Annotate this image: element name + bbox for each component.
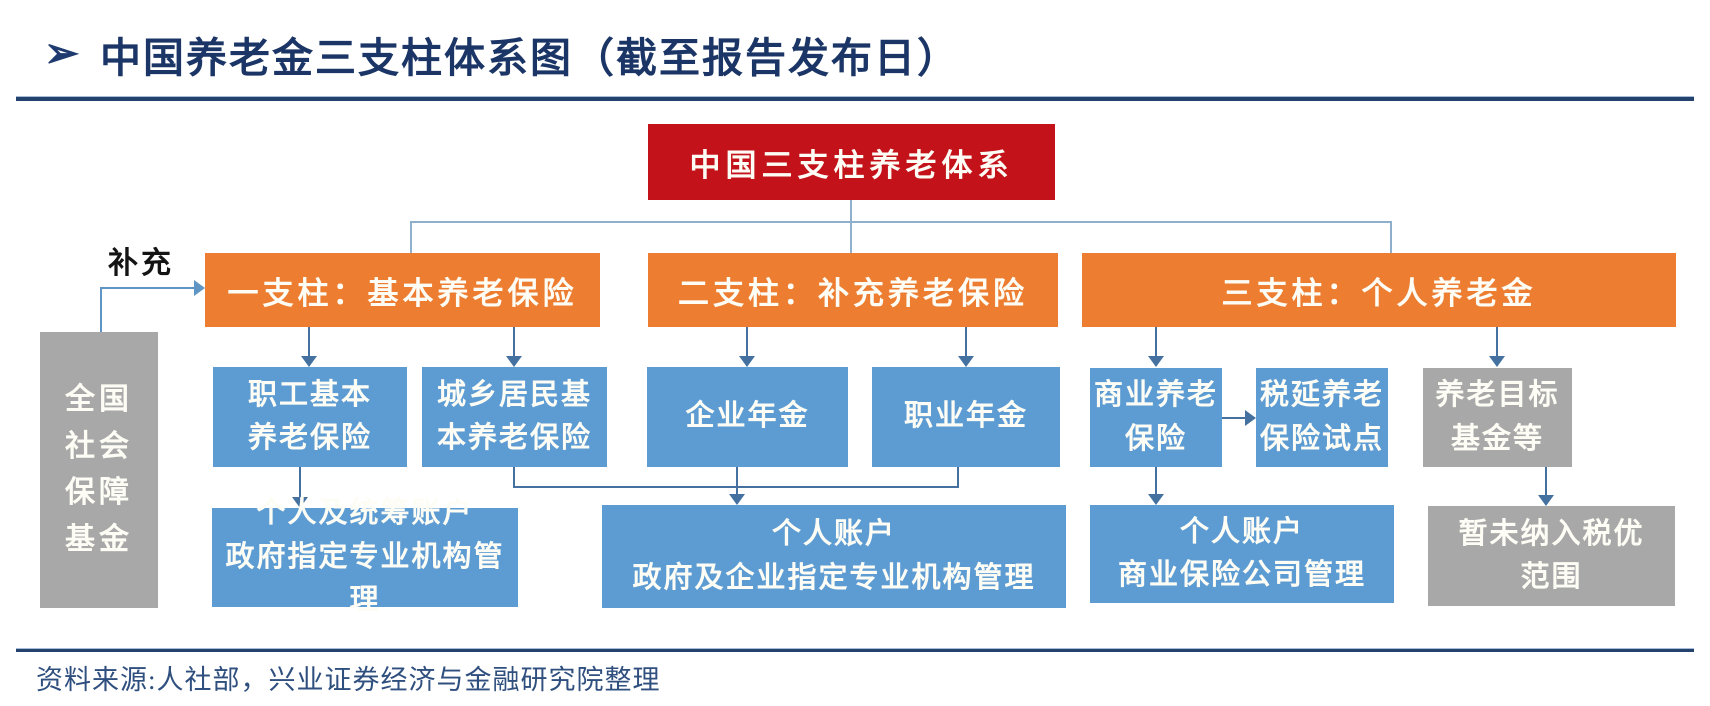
employee-basic-node: 职工基本 养老保险 — [213, 367, 407, 467]
connector-bracket-left — [513, 467, 515, 488]
arrow-employee-to-pooled — [299, 467, 301, 497]
arrow-p2-enterprise — [746, 327, 748, 356]
nssf-node: 全国 社会 保障 基金 — [40, 332, 158, 608]
connector-drop-pillar2 — [850, 221, 852, 253]
arrow-p3-target-funds — [1496, 327, 1498, 356]
connector-tree-horizontal — [410, 221, 1392, 223]
arrow-p3-commercial — [1155, 327, 1157, 356]
individual-account-gov-node: 个人账户 政府及企业指定专业机构管理 — [602, 505, 1066, 608]
enterprise-annuity-node: 企业年金 — [647, 367, 848, 467]
no-tax-benefit-node: 暂未纳入税优 范围 — [1428, 506, 1675, 606]
arrow-bracket-to-individual-gov — [736, 467, 738, 494]
pillar1-node: 一支柱：基本养老保险 — [205, 253, 600, 327]
supplement-label: 补充 — [108, 247, 174, 280]
arrow-commercial-to-individual-comm — [1155, 467, 1157, 494]
arrow-p2-occupational — [965, 327, 967, 356]
urban-rural-basic-node: 城乡居民基 本养老保险 — [422, 367, 607, 467]
footer-rule — [16, 648, 1694, 652]
pillar2-node: 二支柱：补充养老保险 — [648, 253, 1058, 327]
source-note: 资料来源:人社部，兴业证券经济与金融研究院整理 — [36, 665, 661, 695]
connector-root-stem — [850, 200, 852, 223]
tax-deferred-pilot-node: 税延养老 保险试点 — [1256, 368, 1388, 467]
connector-drop-pillar1 — [410, 221, 412, 253]
pooled-account-node: 个人及统筹账户 政府指定专业机构管理 — [212, 497, 518, 616]
page-title: 中国养老金三支柱体系图（截至报告发布日） — [100, 35, 960, 81]
arrow-commercial-to-taxdeferred — [1222, 417, 1245, 419]
pension-target-funds-node: 养老目标 基金等 — [1423, 368, 1572, 467]
pillar3-node: 三支柱：个人养老金 — [1082, 253, 1676, 327]
connector-drop-pillar3 — [1390, 221, 1392, 253]
connector-supplement-arrow — [100, 287, 194, 289]
arrow-p1-urban-rural — [513, 327, 515, 356]
connector-bracket-right — [957, 467, 959, 488]
arrow-p1-employee — [308, 327, 310, 356]
connector-nssf-vertical — [100, 288, 102, 332]
commercial-pension-node: 商业养老 保险 — [1090, 368, 1222, 467]
occupational-annuity-node: 职业年金 — [872, 367, 1060, 467]
title-arrow-bullet-icon: ➢ — [44, 31, 80, 77]
root-node-three-pillar-system: 中国三支柱养老体系 — [648, 124, 1055, 200]
individual-account-comm-node: 个人账户 商业保险公司管理 — [1090, 505, 1394, 603]
arrow-target-funds-to-no-tax — [1545, 467, 1547, 495]
title-rule — [16, 96, 1694, 101]
